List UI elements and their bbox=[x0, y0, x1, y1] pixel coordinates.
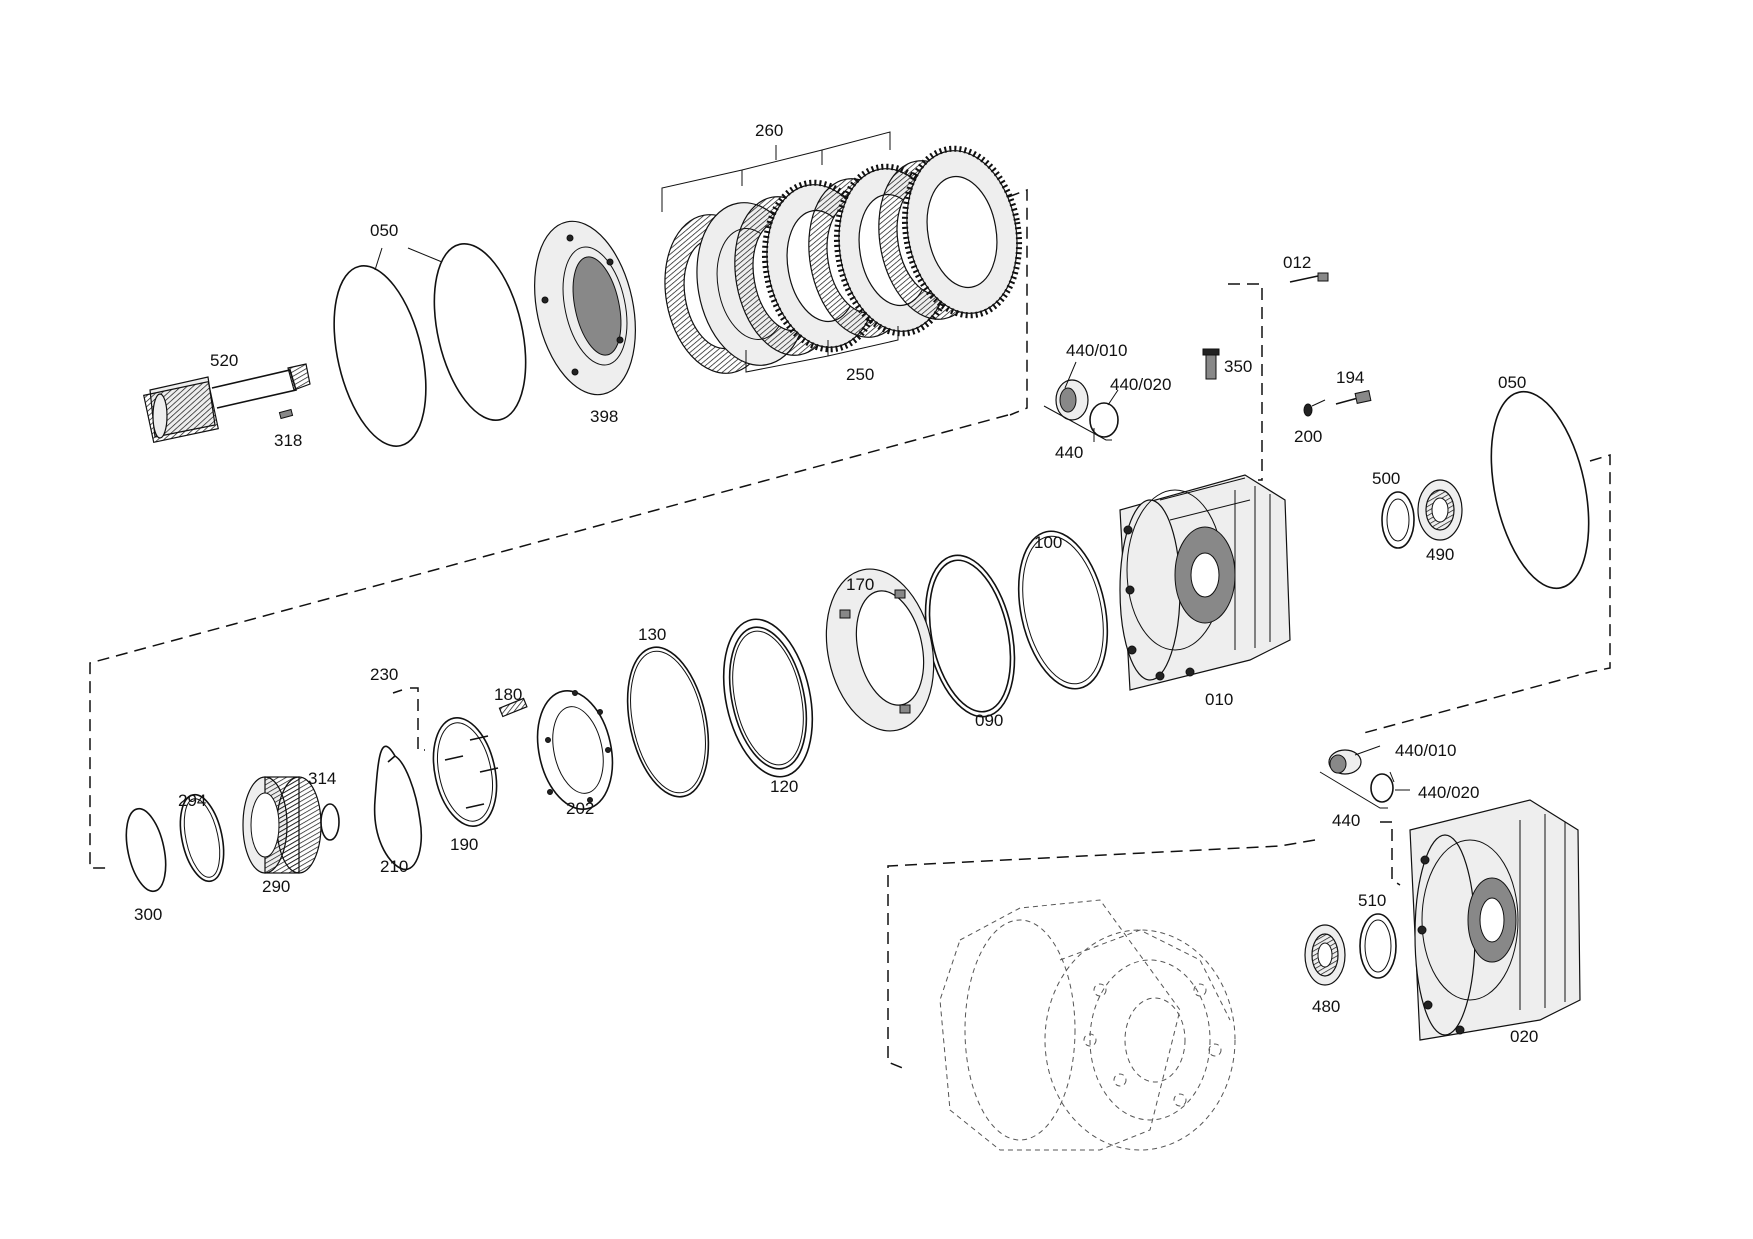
label-440-top: 440 bbox=[1055, 443, 1083, 462]
label-350: 350 bbox=[1224, 357, 1252, 376]
part-440-cover-bottom bbox=[1319, 749, 1394, 809]
part-480-bearing bbox=[1304, 924, 1346, 986]
label-090: 090 bbox=[975, 711, 1003, 730]
label-170: 170 bbox=[846, 575, 874, 594]
label-440-020-top: 440/020 bbox=[1110, 375, 1171, 394]
label-490: 490 bbox=[1426, 545, 1454, 564]
part-050-orings-top bbox=[333, 242, 527, 447]
label-180: 180 bbox=[494, 685, 522, 704]
part-210-snap-ring bbox=[373, 745, 423, 871]
part-050-oring-right bbox=[1490, 390, 1590, 590]
bracket-260 bbox=[661, 131, 891, 212]
part-010-housing bbox=[1119, 474, 1291, 691]
label-210: 210 bbox=[380, 857, 408, 876]
label-012: 012 bbox=[1283, 253, 1311, 272]
label-480: 480 bbox=[1312, 997, 1340, 1016]
label-520: 520 bbox=[210, 351, 238, 370]
label-318: 318 bbox=[274, 431, 302, 450]
part-190-plate bbox=[432, 717, 499, 827]
part-290-gear bbox=[242, 776, 322, 874]
label-190: 190 bbox=[450, 835, 478, 854]
label-440-010-bottom: 440/010 bbox=[1395, 741, 1456, 760]
label-120: 120 bbox=[770, 777, 798, 796]
part-194-screw bbox=[1335, 390, 1372, 405]
part-120-seal bbox=[722, 618, 814, 778]
label-010: 010 bbox=[1205, 690, 1233, 709]
part-labels: 260 050 012 520 440/010 350 194 440/020 … bbox=[134, 121, 1538, 1046]
part-398-piston-plate bbox=[534, 220, 636, 396]
part-200-oring bbox=[1303, 403, 1313, 417]
label-202: 202 bbox=[566, 799, 594, 818]
label-194: 194 bbox=[1336, 368, 1364, 387]
part-170-ring-segment bbox=[825, 568, 935, 732]
label-294: 294 bbox=[178, 791, 206, 810]
label-250: 250 bbox=[846, 365, 874, 384]
label-130: 130 bbox=[638, 625, 666, 644]
part-520-shaft bbox=[143, 363, 311, 444]
part-100-ring bbox=[1017, 530, 1109, 690]
part-202-disc bbox=[536, 690, 614, 810]
label-200: 200 bbox=[1294, 427, 1322, 446]
label-314: 314 bbox=[308, 769, 336, 788]
label-290: 290 bbox=[262, 877, 290, 896]
label-260: 260 bbox=[755, 121, 783, 140]
label-510: 510 bbox=[1358, 891, 1386, 910]
part-230-screw bbox=[392, 689, 403, 694]
label-300: 300 bbox=[134, 905, 162, 924]
ghost-transmission-housing bbox=[939, 899, 1236, 1151]
label-440-020-bottom: 440/020 bbox=[1418, 783, 1479, 802]
part-510-shim bbox=[1359, 913, 1397, 979]
part-012-plug bbox=[1289, 272, 1329, 283]
label-440-010-top: 440/010 bbox=[1066, 341, 1127, 360]
part-180-spring bbox=[498, 697, 528, 718]
bracket-250 bbox=[745, 326, 899, 373]
label-440-bottom: 440 bbox=[1332, 811, 1360, 830]
part-440-cover-top bbox=[1043, 379, 1119, 442]
part-260-250-clutch-disc-pack bbox=[664, 145, 1023, 374]
label-020: 020 bbox=[1510, 1027, 1538, 1046]
part-350-screw bbox=[1202, 348, 1220, 380]
label-050-right: 050 bbox=[1498, 373, 1526, 392]
leader-lines bbox=[374, 247, 1410, 791]
part-300-snap-ring bbox=[125, 807, 167, 893]
label-050-top: 050 bbox=[370, 221, 398, 240]
part-314-ring bbox=[320, 803, 340, 841]
label-398: 398 bbox=[590, 407, 618, 426]
part-490-bearing bbox=[1417, 479, 1463, 541]
label-100: 100 bbox=[1034, 533, 1062, 552]
part-500-shim bbox=[1381, 491, 1415, 549]
part-294-ring bbox=[179, 793, 225, 883]
label-500: 500 bbox=[1372, 469, 1400, 488]
part-020-housing bbox=[1409, 799, 1581, 1041]
part-318-pin bbox=[278, 408, 294, 420]
assembly-guide-lines bbox=[89, 188, 1611, 1070]
part-130-ring bbox=[626, 646, 710, 798]
label-230: 230 bbox=[370, 665, 398, 684]
